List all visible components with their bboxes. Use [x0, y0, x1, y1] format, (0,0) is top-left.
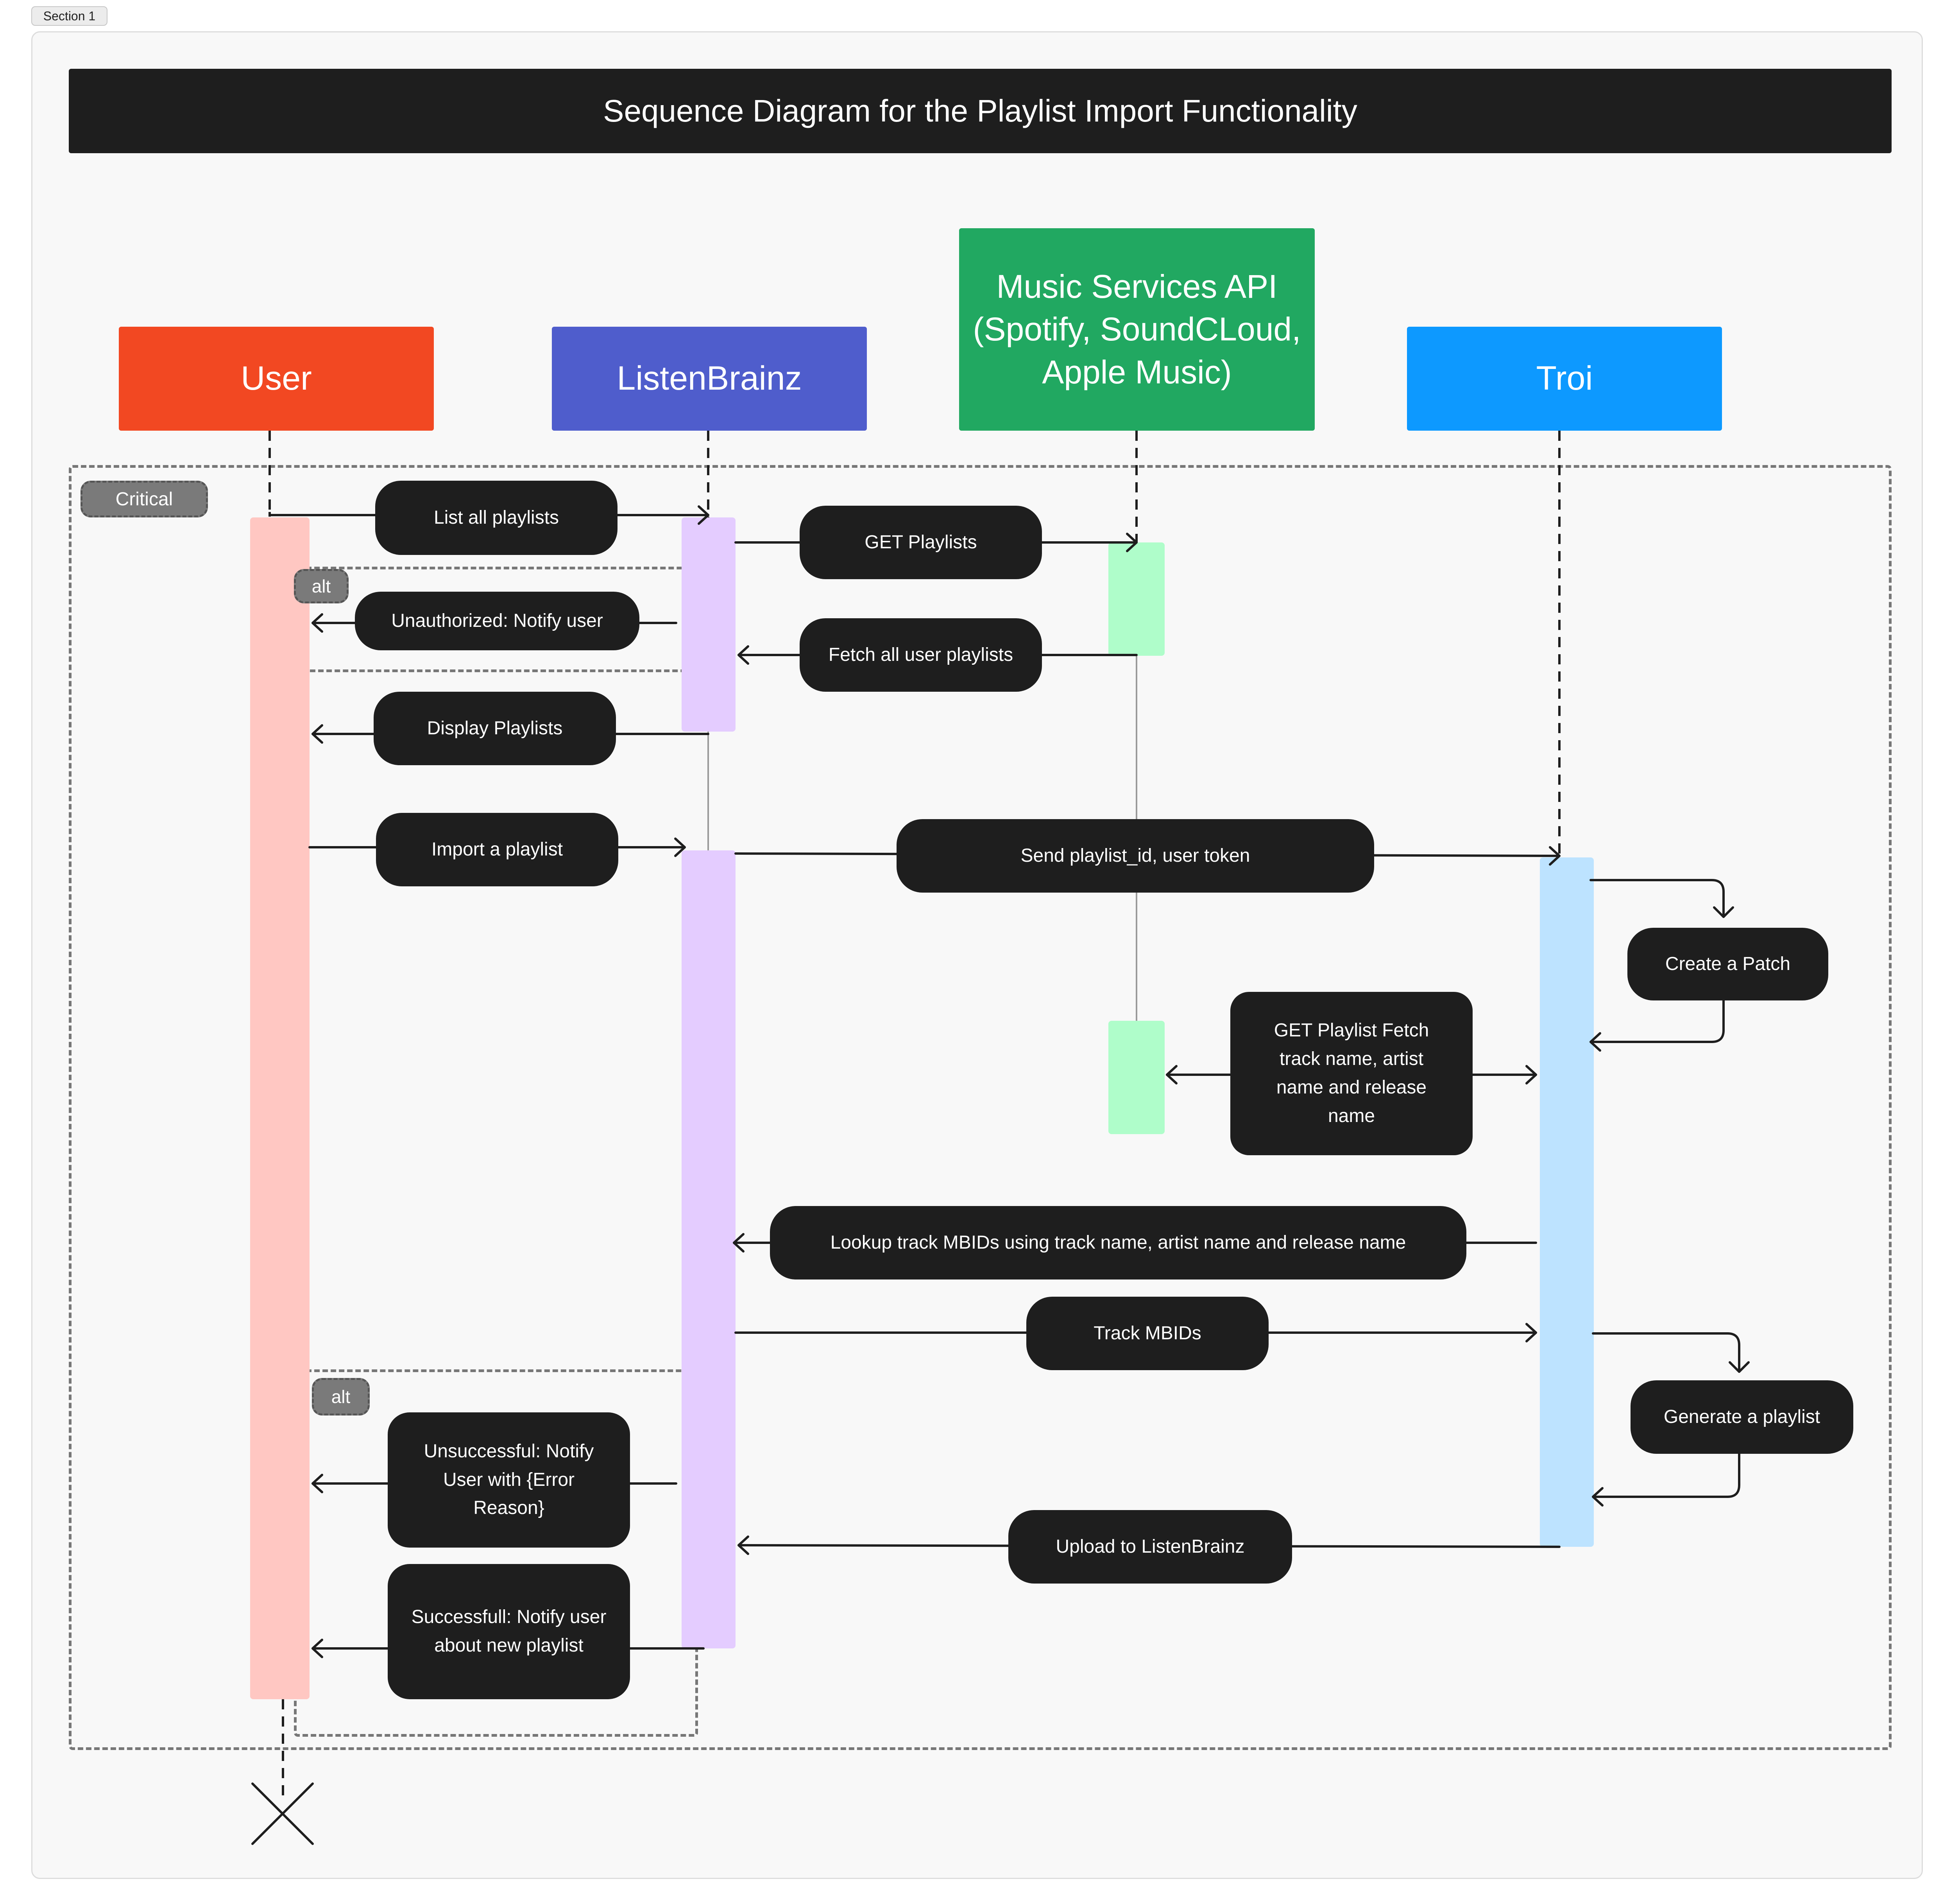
message-generate-playlist: Generate a playlist	[1631, 1380, 1853, 1454]
message-import-playlist: Import a playlist	[376, 813, 618, 886]
message-send-playlist-id: Send playlist_id, user token	[897, 819, 1374, 893]
activation-bar-user	[250, 517, 310, 1699]
arrow-create-patch-in	[1589, 879, 1725, 918]
message-unsuccessful: Unsuccessful: Notify User with {Error Re…	[388, 1412, 630, 1548]
activation-bar-listenbrainz-1	[682, 517, 736, 732]
activation-bar-listenbrainz-2	[682, 850, 736, 1648]
arrow-generate-playlist-in	[1592, 1332, 1740, 1373]
diagram-title: Sequence Diagram for the Playlist Import…	[69, 69, 1892, 153]
actor-listenbrainz: ListenBrainz	[552, 327, 867, 431]
critical-fragment-frame	[69, 465, 1892, 1750]
message-get-playlist-details: GET Playlist Fetch track name, artist na…	[1230, 992, 1473, 1155]
message-list-all-playlists: List all playlists	[375, 481, 618, 555]
activation-bar-music-services-2	[1108, 1021, 1165, 1134]
activation-bar-troi	[1540, 857, 1594, 1547]
message-lookup-mbids: Lookup track MBIDs using track name, art…	[770, 1206, 1466, 1279]
critical-fragment-tag: Critical	[81, 481, 208, 517]
message-get-playlists: GET Playlists	[800, 506, 1042, 579]
destroy-x-icon	[251, 1782, 314, 1845]
message-display-playlists: Display Playlists	[374, 692, 616, 765]
message-unauthorized: Unauthorized: Notify user	[355, 592, 639, 650]
section-tab[interactable]: Section 1	[31, 6, 107, 26]
arrow-generate-playlist-out	[1592, 1453, 1740, 1498]
actor-music-services-api: Music Services API (Spotify, SoundCLoud,…	[959, 228, 1315, 431]
message-create-patch: Create a Patch	[1627, 928, 1828, 1000]
message-fetch-all-user-playlists: Fetch all user playlists	[800, 618, 1042, 692]
message-upload-to-listenbrainz: Upload to ListenBrainz	[1008, 1510, 1292, 1584]
alt-fragment-tag-2: alt	[312, 1378, 370, 1415]
arrow-create-patch-out	[1589, 999, 1725, 1043]
alt-fragment-tag-1: alt	[294, 569, 349, 603]
actor-user: User	[119, 327, 434, 431]
actor-troi: Troi	[1407, 327, 1722, 431]
message-track-mbids: Track MBIDs	[1026, 1297, 1269, 1370]
activation-bar-music-services-1	[1108, 542, 1165, 656]
message-successful: Successfull: Notify user about new playl…	[388, 1564, 630, 1699]
